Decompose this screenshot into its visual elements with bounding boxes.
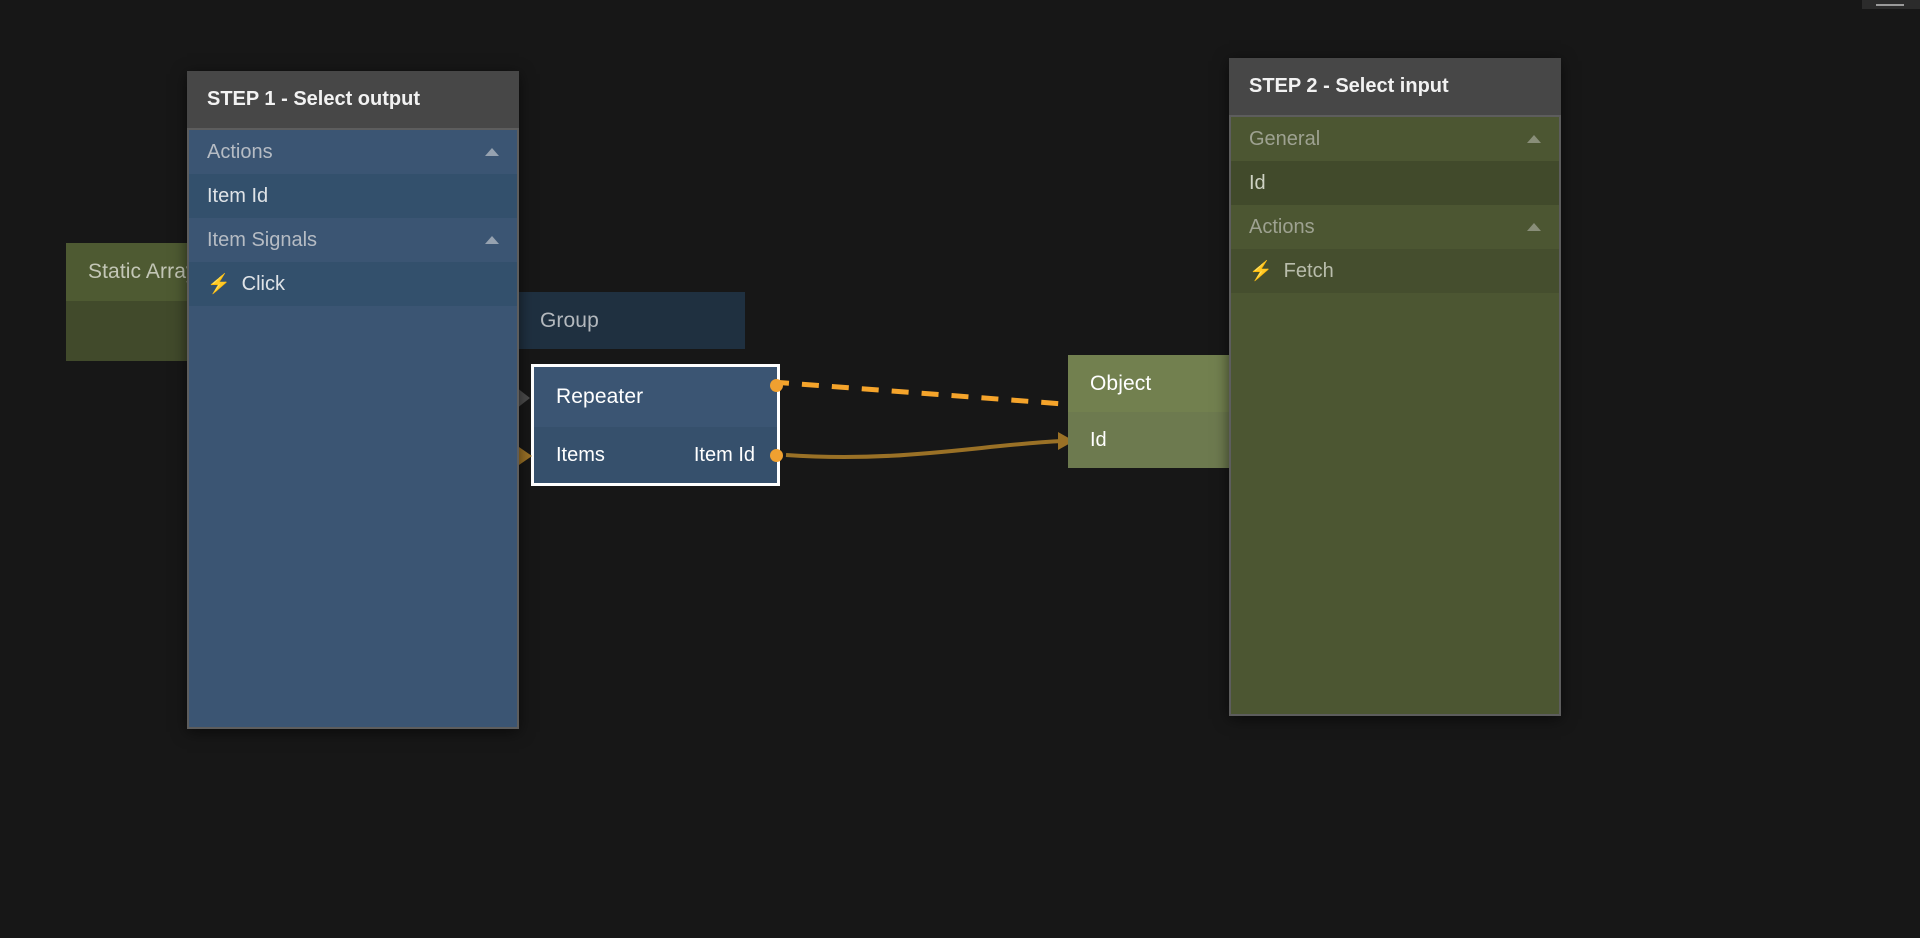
lightning-bolt-icon: ⚡ [1249, 260, 1273, 282]
step2-row-id[interactable]: Id [1231, 161, 1559, 205]
step1-row-actions-label: Actions [207, 140, 273, 163]
step2-row-actions[interactable]: Actions [1231, 205, 1559, 249]
node-repeater-output-itemid-label: Item Id [693, 443, 755, 466]
panel-step1-select-output[interactable]: STEP 1 - Select output Actions Item Id I… [187, 71, 519, 729]
panel-step1-list[interactable]: Actions Item Id Item Signals ⚡ Click [187, 128, 519, 729]
step2-row-general[interactable]: General [1231, 117, 1559, 161]
node-group[interactable]: Group [518, 292, 745, 349]
chevron-up-icon[interactable] [485, 236, 499, 244]
step1-row-item-signals[interactable]: Item Signals [189, 218, 517, 262]
step2-row-fetch[interactable]: ⚡ Fetch [1231, 249, 1559, 293]
panel-step2-select-input[interactable]: STEP 2 - Select input General Id Actions [1229, 58, 1561, 716]
step2-row-id-label: Id [1249, 171, 1266, 194]
node-static-array-title: Static Array [88, 260, 197, 283]
minimize-icon[interactable] [1862, 0, 1920, 9]
step1-row-item-id[interactable]: Item Id [189, 174, 517, 218]
node-group-header[interactable]: Group [518, 292, 745, 349]
node-repeater[interactable]: Repeater Items Item Id [512, 364, 783, 486]
node-object-input-id-label: Id [1090, 428, 1107, 451]
node-repeater-input-items-label: Items [556, 443, 605, 466]
panel-step1-title: STEP 1 - Select output [187, 71, 519, 128]
link-itemid-to-id [785, 439, 1063, 460]
node-repeater-output-itemid-port[interactable] [770, 449, 783, 462]
step2-row-fetch-label: Fetch [1283, 259, 1334, 282]
node-repeater-output-click-port[interactable] [770, 379, 783, 392]
node-object-title: Object [1090, 371, 1152, 395]
step2-row-actions-label: Actions [1249, 215, 1315, 238]
node-repeater-input-items-port[interactable] [519, 447, 532, 465]
lightning-bolt-icon: ⚡ [207, 273, 231, 295]
step1-row-click-label: Click [241, 272, 286, 295]
step2-row-general-label: General [1249, 127, 1321, 150]
node-group-title: Group [540, 308, 599, 332]
step1-row-actions[interactable]: Actions [189, 130, 517, 174]
node-repeater-title: Repeater [556, 385, 644, 408]
panel-step2-title: STEP 2 - Select input [1229, 58, 1561, 115]
step1-row-item-signals-label: Item Signals [207, 228, 318, 251]
node-repeater-header[interactable]: Repeater [534, 367, 777, 427]
step1-row-click[interactable]: ⚡ Click [189, 262, 517, 306]
panel-step2-list[interactable]: General Id Actions ⚡ Fetch [1229, 115, 1561, 716]
step1-row-item-id-label: Item Id [207, 184, 269, 207]
chevron-up-icon[interactable] [1527, 135, 1541, 143]
chevron-up-icon[interactable] [1527, 223, 1541, 231]
chevron-up-icon[interactable] [485, 148, 499, 156]
node-repeater-row[interactable]: Items Item Id [534, 427, 777, 483]
